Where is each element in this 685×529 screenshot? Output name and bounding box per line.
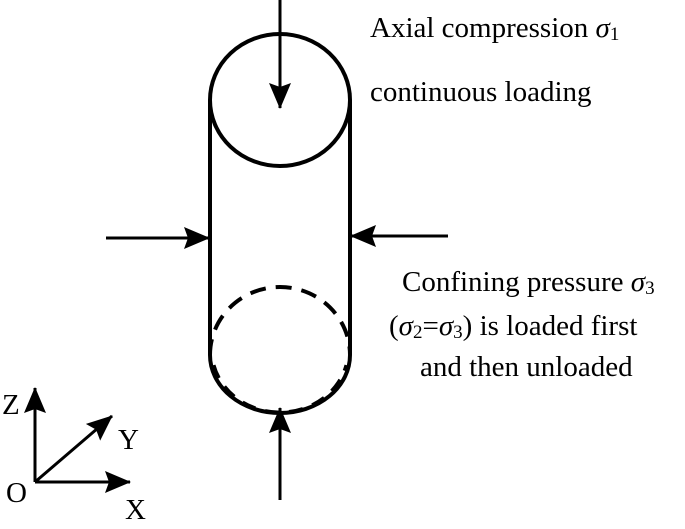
axis-label-y: Y <box>118 424 139 456</box>
axis-label-origin: O <box>6 477 27 509</box>
cylinder-bottom-ellipse-front <box>208 354 352 415</box>
confining-pressure-label: Confining pressure σ3 <box>402 266 655 299</box>
sigma-1-symbol: σ <box>595 12 610 44</box>
then-unloaded-label: and then unloaded <box>420 353 633 382</box>
axial-compression-label: Axial compression σ1 <box>370 12 620 45</box>
open-paren: ( <box>389 310 399 342</box>
cylinder-bottom-ellipse-dashed <box>208 285 352 356</box>
sigma-2-symbol: σ <box>398 310 413 342</box>
axis-label-z: Z <box>2 389 20 421</box>
confining-pressure-text: Confining pressure <box>402 266 631 298</box>
loaded-first-text: ) is loaded first <box>462 310 638 342</box>
continuous-loading-text: continuous loading <box>370 76 592 108</box>
axis-label-x: X <box>125 494 146 526</box>
sigma-3b-subscript: 3 <box>453 322 463 343</box>
then-unloaded-text: and then unloaded <box>420 351 633 383</box>
coordinate-axes <box>24 387 131 493</box>
continuous-loading-label: continuous loading <box>370 78 592 107</box>
cylinder-base-dashed-outer <box>212 364 348 414</box>
sigma-3-symbol: σ <box>630 266 646 298</box>
equals-sign: = <box>422 310 439 342</box>
axial-compression-text: Axial compression <box>370 12 596 44</box>
confining-equality-label: (σ2=σ3) is loaded first <box>389 310 638 343</box>
sigma-2-subscript: 2 <box>412 322 423 343</box>
sigma-3b-symbol: σ <box>438 310 454 342</box>
sigma-1-subscript: 1 <box>609 24 620 45</box>
sigma-3-subscript: 3 <box>645 278 655 299</box>
y-axis-line <box>34 414 113 484</box>
